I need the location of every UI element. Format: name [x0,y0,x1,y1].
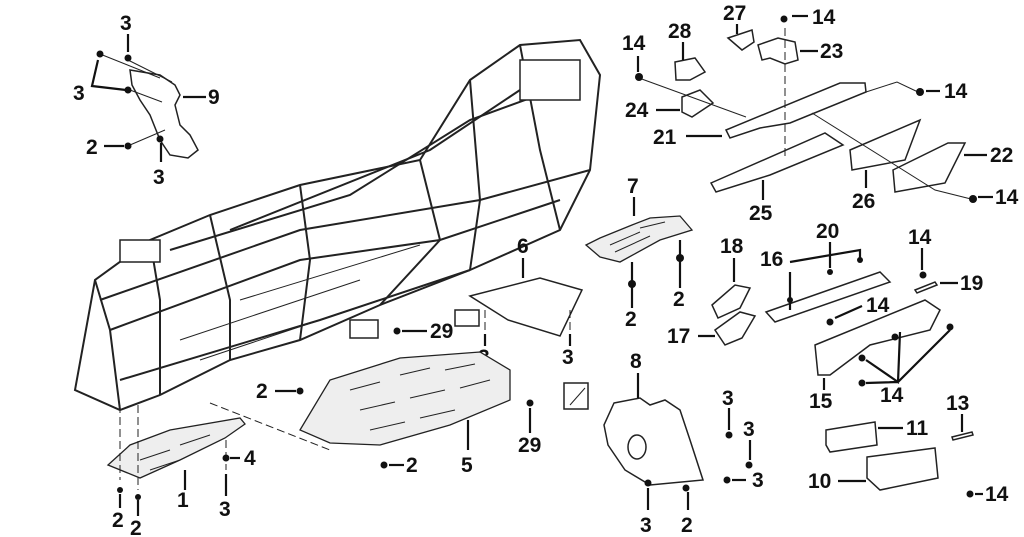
callout-group-10-13 [838,414,983,496]
callout-label: 18 [720,235,744,258]
part-5-skid-plate [299,351,511,446]
callout-label: 9 [208,86,220,109]
callout-label: 14 [812,6,836,29]
callout-label: 3 [219,498,231,521]
callout-label: 6 [517,235,529,258]
callout-label: 25 [749,202,773,225]
callout-label: 21 [653,126,677,149]
callout-label: 14 [908,226,932,249]
callout-group-9 [90,34,206,162]
callout-group-8 [636,373,752,510]
callout-group-6 [402,258,572,346]
callout-label: 3 [153,166,165,189]
callout-label: 23 [820,40,843,63]
part-28-plate [674,57,707,81]
callout-label: 2 [406,454,418,477]
callout-label: 2 [256,380,268,403]
callout-label: 10 [808,470,831,493]
callout-label: 14 [880,384,904,407]
part-13-pin [951,431,974,441]
part-27-pad [726,29,755,51]
part-8-housing [563,382,705,486]
callout-group-7 [630,197,682,308]
callout-label: 3 [722,387,734,410]
callout-group-15-20 [698,242,958,390]
callout-label: 5 [461,454,473,477]
callout-label: 14 [995,186,1019,209]
callout-label: 11 [906,417,929,440]
callout-label: 14 [944,80,968,103]
callout-label: 24 [625,99,649,122]
atv-frame [73,38,602,412]
callout-label: 2 [673,288,685,311]
callout-label: 20 [816,220,839,243]
callout-group-1 [118,456,240,516]
callout-group-top-right [636,14,993,200]
callout-label: 2 [625,308,637,331]
callout-group-5 [275,389,532,467]
part-10-plate [866,447,939,491]
callout-label: 3 [562,346,574,369]
callout-label: 28 [668,20,692,43]
part-7-skid-plate [584,215,694,263]
callout-label: 1 [177,489,189,512]
part-9-bracket [96,50,199,159]
callout-label: 19 [960,272,983,295]
callout-label: 3 [752,469,764,492]
callout-label: 29 [430,320,453,343]
callout-label: 2 [681,514,693,537]
callout-label: 3 [743,418,755,441]
callout-label: 3 [120,12,132,35]
part-16-rail [764,271,892,323]
part-23-bracket [757,37,799,65]
callout-label: 14 [622,32,646,55]
part-26-side-panel [849,118,922,171]
part-21-rail-cover [724,82,867,139]
callout-label: 3 [640,514,652,537]
callout-label: 2 [112,509,124,532]
callout-label: 14 [985,483,1009,506]
callout-label: 26 [852,190,875,213]
callout-label: 16 [760,248,783,271]
callout-label: 7 [627,175,639,198]
callout-label: 8 [630,350,642,373]
part-22-side-panel [892,142,967,193]
callout-label: 3 [73,82,85,105]
part-17-pad [713,311,757,346]
callout-label: 17 [667,325,690,348]
part-25-rail-cover [709,132,845,193]
callout-label: 4 [244,447,256,470]
callout-label: 27 [723,2,746,25]
callout-label: 2 [130,517,142,537]
part-6-plate [468,277,584,337]
part-18-pad [711,284,752,319]
callout-label: 29 [518,434,541,457]
part-1-skid-plate [106,417,246,479]
callout-label: 13 [946,392,969,415]
callout-label: 15 [809,390,833,413]
part-11-plate [825,421,878,453]
callout-label: 2 [86,136,98,159]
callout-label: 22 [990,144,1013,167]
callout-label: 14 [866,294,890,317]
